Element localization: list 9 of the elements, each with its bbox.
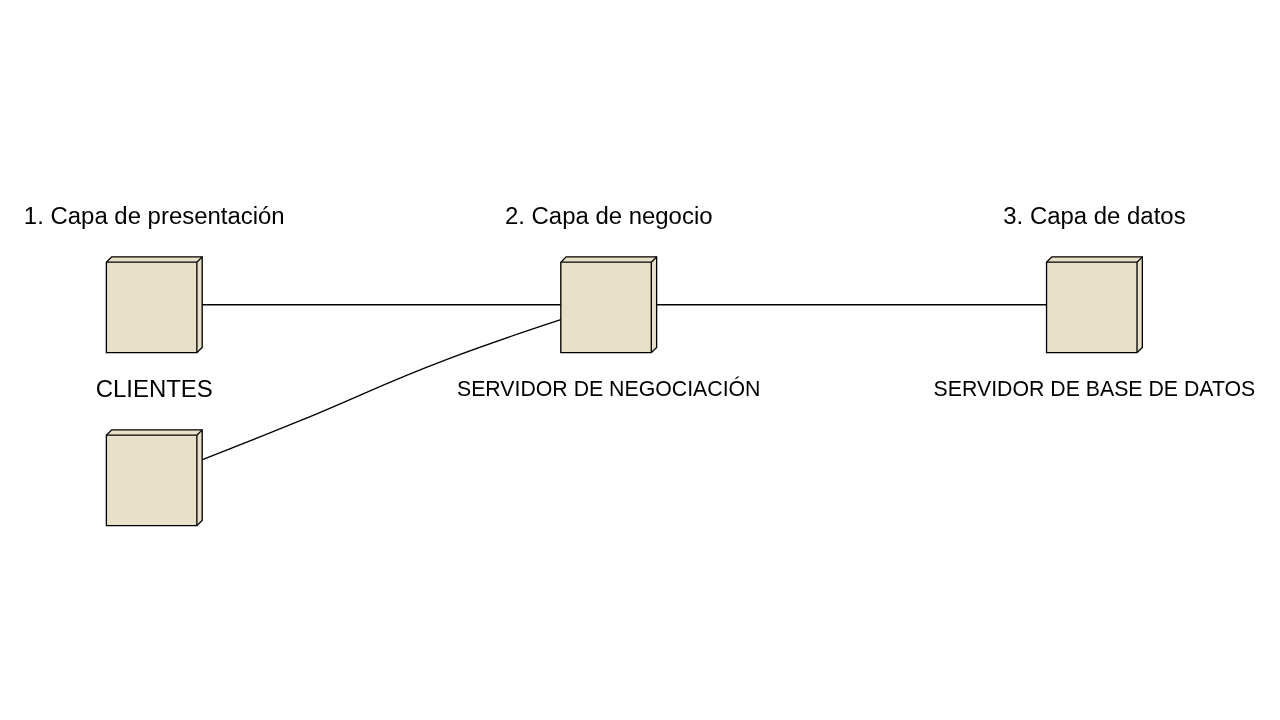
label: 2. Capa de negocio xyxy=(504,202,713,230)
label: 1. Capa de presentación xyxy=(23,202,285,230)
label: 3. Capa de datos xyxy=(1003,202,1186,230)
node-label: SERVIDOR DE BASE DE DATOS xyxy=(933,377,1256,402)
connector xyxy=(656,304,1047,306)
connector xyxy=(201,319,562,461)
node-label: SERVIDOR DE NEGOCIACIÓN xyxy=(456,377,761,402)
label: CLIENTES xyxy=(95,375,213,403)
connector xyxy=(201,304,562,306)
